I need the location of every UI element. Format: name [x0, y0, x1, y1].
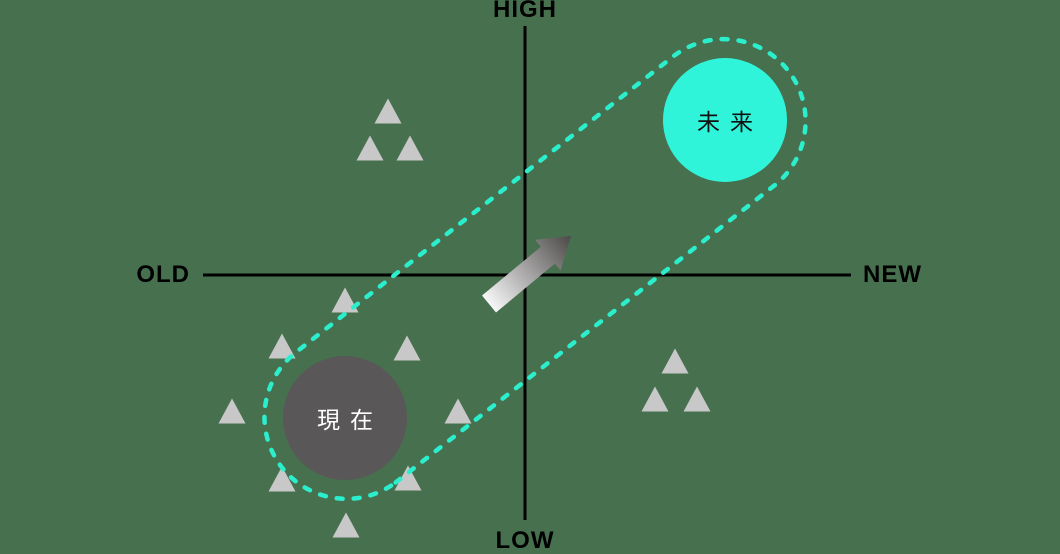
- triangle-markers: [218, 98, 711, 538]
- triangle-marker: [268, 466, 296, 492]
- triangle-marker: [444, 398, 472, 424]
- trend-arrow: [482, 236, 571, 313]
- future-node-label: 未来: [697, 109, 763, 135]
- axis-label-high: HIGH: [493, 0, 557, 23]
- triangle-marker: [661, 348, 689, 374]
- triangle-marker: [641, 386, 669, 412]
- triangle-marker: [396, 135, 424, 161]
- triangle-marker: [268, 333, 296, 359]
- axis-label-old: OLD: [136, 261, 190, 288]
- future-node: 未来: [663, 58, 787, 182]
- triangle-marker: [374, 98, 402, 124]
- present-node: 現在: [283, 356, 407, 480]
- triangle-marker: [683, 386, 711, 412]
- axis-label-new: NEW: [863, 261, 922, 288]
- triangle-marker: [356, 135, 384, 161]
- axis-label-low: LOW: [495, 527, 555, 554]
- trend-capsule-outline: [262, 36, 808, 502]
- triangle-marker: [332, 512, 360, 538]
- triangle-marker: [218, 398, 246, 424]
- present-node-label: 現在: [317, 407, 383, 433]
- triangle-marker: [393, 335, 421, 361]
- triangle-marker: [394, 465, 422, 491]
